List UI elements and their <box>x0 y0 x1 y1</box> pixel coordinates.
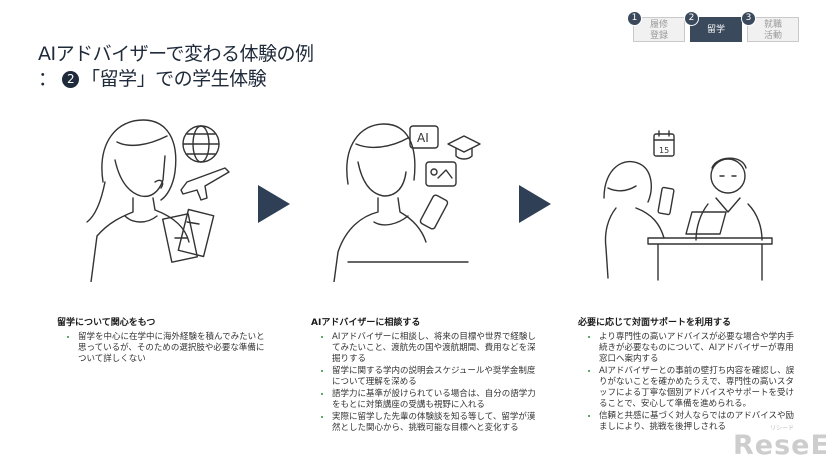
title-line1: AIアドバイザーで変わる体験の例 <box>38 43 314 65</box>
column-step-2: AIアドバイザーに相談する AIアドバイザーに相談し、将来の目標や世界で経験して… <box>311 318 539 435</box>
title-line2: 「留学」での学生体験 <box>81 68 267 90</box>
step-1-registration: 1 履修 登録 <box>627 11 685 42</box>
title-prefix: ： <box>38 68 57 90</box>
column-1-item-1: 留学を中心に在学中に海外経験を積んでみたいと思っているが、そのための選択肢や必要… <box>78 332 272 365</box>
illustration-student-using-ai: AI <box>333 123 481 282</box>
title-number-badge: 2 <box>62 71 80 88</box>
column-3-heading: 必要に応じて対面サポートを利用する <box>578 318 732 328</box>
arrow-right-icon-2 <box>519 185 551 223</box>
watermark-logo: ReseEd <box>733 430 826 461</box>
watermark-sub: リシード <box>770 425 795 432</box>
ai-bubble-label: AI <box>417 131 429 145</box>
column-2-list: AIアドバイザーに相談し、将来の目標や世界で経験してみたいこと、渡航先の国や渡航… <box>311 332 539 434</box>
column-2-item-2: 留学に関する学内の説明会スケジュールや奨学金制度について理解を深める <box>332 366 539 388</box>
column-step-1: 留学について関心をもつ 留学を中心に在学中に海外経験を積んでみたいと思っているが… <box>57 318 272 366</box>
step-3-number: 3 <box>741 11 756 26</box>
column-3-item-3: 信頼と共感に基づく対人ならではのアドバイスや励ましにより、挑戦を後押しされる <box>599 411 798 433</box>
column-1-list: 留学を中心に在学中に海外経験を積んでみたいと思っているが、そのための選択肢や必要… <box>57 332 272 365</box>
column-3-list: より専門性の高いアドバイスが必要な場合や学内手続きが必要なものについて、AIアド… <box>578 332 798 433</box>
step-indicator: 1 履修 登録 2 留学 3 就職 活動 <box>627 11 799 42</box>
step-1-label-line2: 登録 <box>649 31 668 41</box>
column-2-heading: AIアドバイザーに相談する <box>311 318 421 328</box>
column-step-3: 必要に応じて対面サポートを利用する より専門性の高いアドバイスが必要な場合や学内… <box>578 318 798 434</box>
step-1-label-line1: 履修 <box>649 20 668 30</box>
column-3-item-2: AIアドバイザーとの事前の壁打ち内容を確認し、誤りがないことを確かめたうえで、専… <box>599 366 798 410</box>
page-title: AIアドバイザーで変わる体験の例 ： 2「留学」での学生体験 <box>38 42 314 92</box>
step-2-study-abroad: 2 留学 <box>684 11 742 42</box>
illustration-student-considering-abroad <box>86 119 230 282</box>
step-3-label-line2: 活動 <box>763 31 782 41</box>
step-3-label-line1: 就職 <box>763 20 782 30</box>
illustration-face-to-face-consultation: 15 <box>603 130 773 281</box>
calendar-day-label: 15 <box>659 146 669 155</box>
column-3-item-1: より専門性の高いアドバイスが必要な場合や学内手続きが必要なものについて、AIアド… <box>599 332 798 365</box>
step-1-number: 1 <box>627 11 642 26</box>
column-2-item-4: 実際に留学した先輩の体験談を知る等して、留学が漠然とした関心から、挑戦可能な目標… <box>332 412 539 434</box>
column-2-item-3: 語学力に基準が設けられている場合は、自分の語学力をもとに対策講座の受講も視野に入… <box>332 389 539 411</box>
arrow-right-icon-1 <box>258 185 290 223</box>
column-1-heading: 留学について関心をもつ <box>57 318 156 328</box>
step-2-label: 留学 <box>706 25 725 35</box>
step-2-number: 2 <box>684 11 699 26</box>
column-2-item-1: AIアドバイザーに相談し、将来の目標や世界で経験してみたいこと、渡航先の国や渡航… <box>332 332 539 365</box>
step-3-job-hunting: 3 就職 活動 <box>741 11 799 42</box>
